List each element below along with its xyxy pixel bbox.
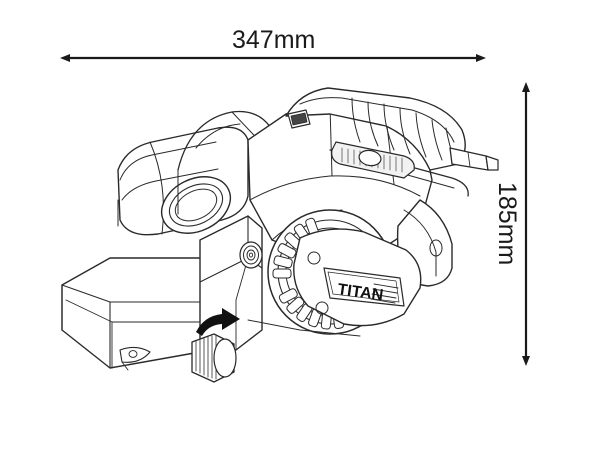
lock-button xyxy=(287,109,311,129)
brand-label-plate xyxy=(323,267,405,307)
dimension-height-label: 185mm xyxy=(493,182,521,266)
depth-adjustment-knob xyxy=(191,333,237,383)
brand-label-text: TITAN xyxy=(336,281,384,304)
support-lines xyxy=(117,169,361,337)
dimension-width-label: 347mm xyxy=(232,26,316,54)
trigger-switch xyxy=(331,141,415,179)
product-illustration xyxy=(61,87,499,383)
adjust-dial xyxy=(239,241,263,269)
power-cable xyxy=(449,147,499,171)
main-handle xyxy=(285,87,466,171)
base-riser xyxy=(199,215,263,353)
rotation-arrow xyxy=(196,308,240,336)
front-roller xyxy=(117,126,249,236)
